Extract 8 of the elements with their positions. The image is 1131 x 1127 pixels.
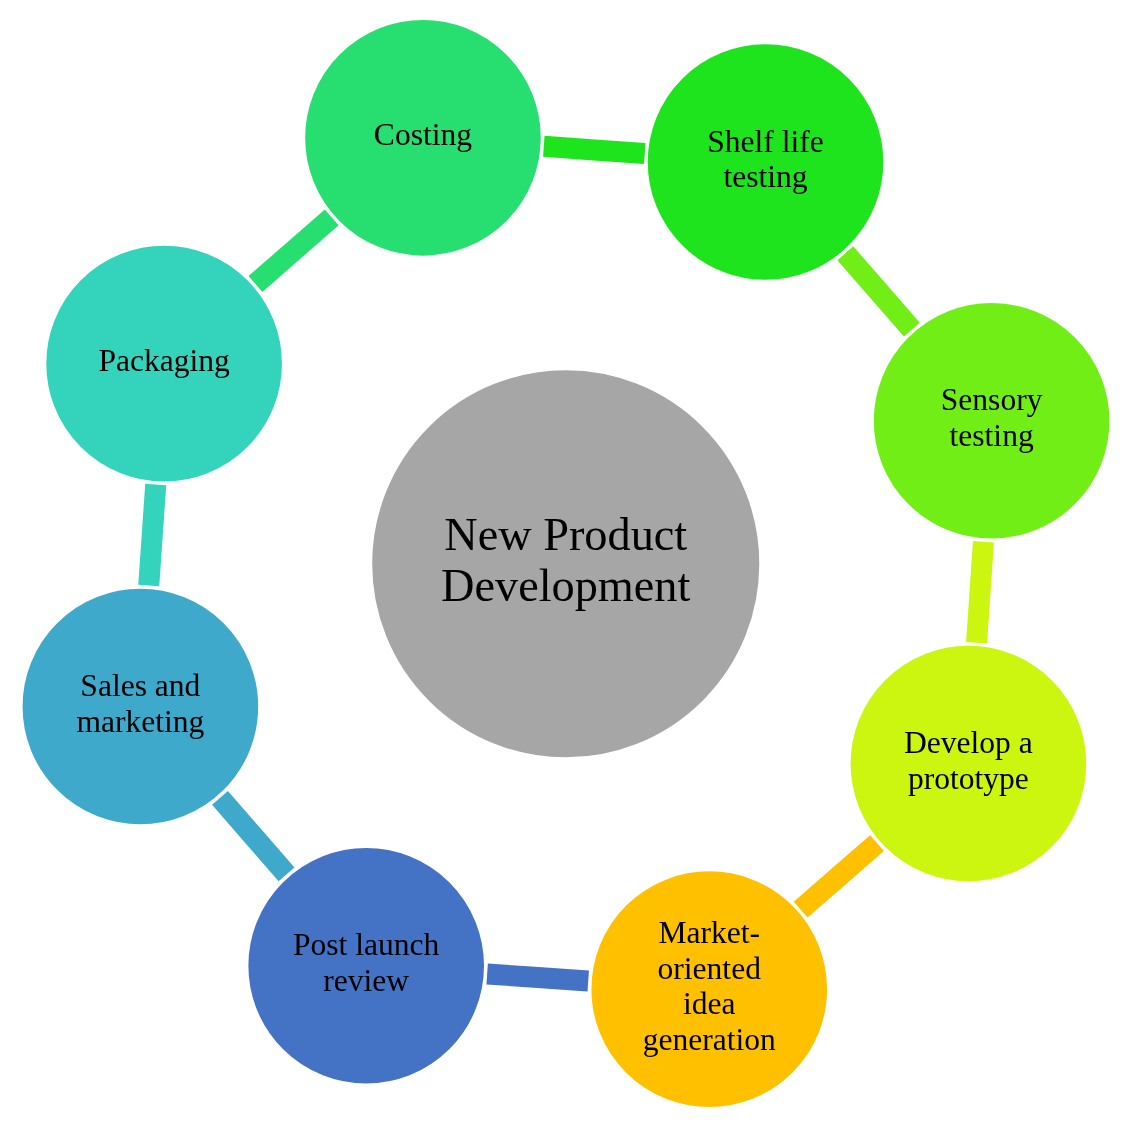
connector: [965, 540, 994, 644]
connector: [793, 835, 884, 918]
connector: [137, 483, 166, 587]
connector: [211, 791, 294, 882]
connector: [836, 246, 920, 337]
connector: [248, 209, 339, 292]
connector: [542, 135, 645, 164]
connector: [485, 963, 589, 992]
